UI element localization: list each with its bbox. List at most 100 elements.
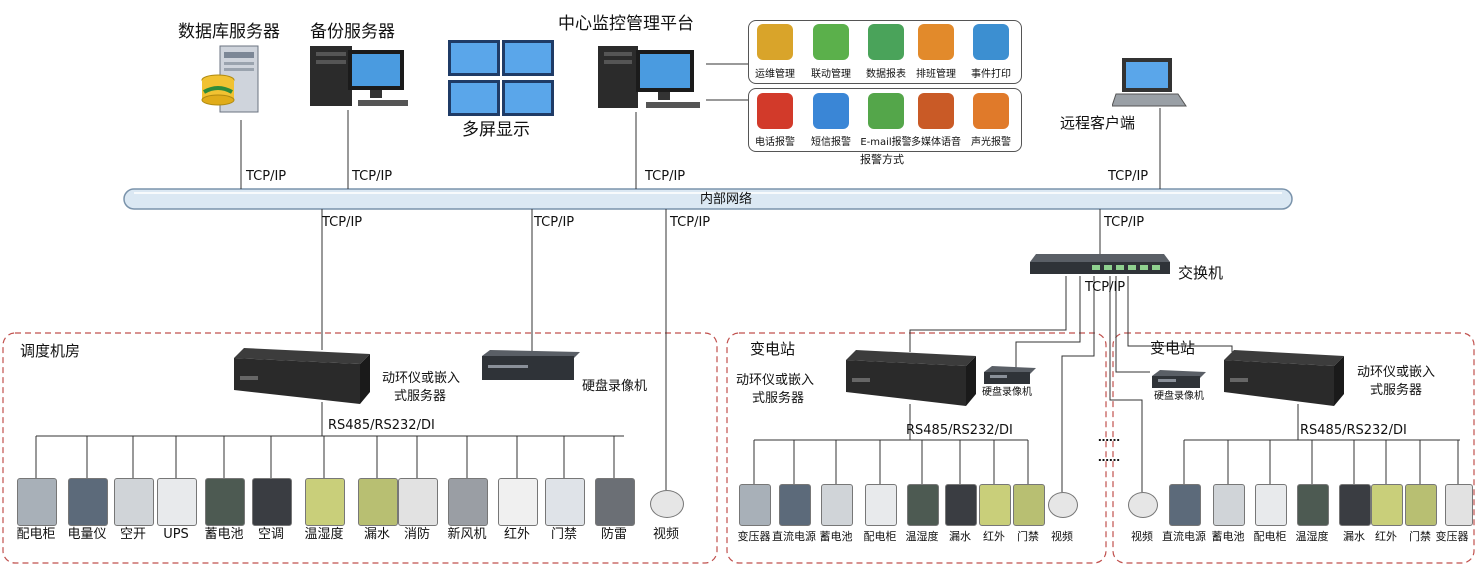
sub2-device-label-7: 门禁 xyxy=(1409,530,1431,543)
tcpip-label-dispatch: TCP/IP xyxy=(322,215,363,230)
network-switch-icon xyxy=(1030,254,1170,274)
multiscreen-icon xyxy=(448,40,554,116)
network-label: 内部网络 xyxy=(700,192,753,207)
sub1-video-label: 视频 xyxy=(1051,530,1073,543)
dispatch-video-label: 视频 xyxy=(652,527,680,542)
database-server-label: 数据库服务器 xyxy=(178,22,280,42)
alarm-label-3: 多媒体语音 xyxy=(911,137,961,148)
sub1-device-icon-4 xyxy=(907,484,939,526)
dispatch-device-label-12: 防雷 xyxy=(600,527,628,542)
ellipsis-bottom: …… xyxy=(1098,451,1120,464)
sub2-device-icon-3 xyxy=(1255,484,1287,526)
tcpip-label-video: TCP/IP xyxy=(670,215,711,230)
sub2-device-icon-4 xyxy=(1297,484,1329,526)
tcpip-label-switch-down: TCP/IP xyxy=(1085,280,1126,295)
sub2-device-label-8: 变压器 xyxy=(1435,530,1469,543)
sub2-dvr-label: 硬盘录像机 xyxy=(1154,391,1204,402)
sub2-device-icon-8 xyxy=(1445,484,1473,526)
link-switch-sub2-dvr xyxy=(1115,276,1150,373)
dispatch-device-icon-11 xyxy=(545,478,585,526)
sms-icon xyxy=(813,93,849,129)
sub2-video-label: 视频 xyxy=(1131,530,1153,543)
email-icon xyxy=(868,93,904,129)
alarm-label-4: 声光报警 xyxy=(971,137,1011,148)
wrench-icon xyxy=(757,24,793,60)
dispatch-device-label-3: UPS xyxy=(163,527,189,542)
dispatch-device-icon-0 xyxy=(17,478,57,526)
folder-icon xyxy=(813,24,849,60)
speaker-icon xyxy=(918,93,954,129)
sub2-device-label-2: 蓄电池 xyxy=(1211,530,1245,543)
dispatch-server-label-1: 动环仪或嵌入 xyxy=(382,371,461,386)
sub1-device-label-1: 直流电源 xyxy=(772,530,816,543)
center-platform-icon xyxy=(598,46,700,108)
sub2-device-label-4: 温湿度 xyxy=(1295,530,1329,543)
sub1-device-icon-7 xyxy=(1013,484,1045,526)
sub2-device-icon-7 xyxy=(1405,484,1437,526)
zone-box-substation-1 xyxy=(726,332,1107,564)
dispatch-device-label-11: 门禁 xyxy=(550,527,578,542)
tcpip-label-center: TCP/IP xyxy=(645,169,686,184)
tcpip-label-database: TCP/IP xyxy=(246,169,287,184)
dispatch-device-icon-9 xyxy=(448,478,488,526)
dispatch-device-icon-5 xyxy=(252,478,292,526)
link-switch-sub1-dvr xyxy=(1015,276,1081,368)
dispatch-device-icon-6 xyxy=(305,478,345,526)
dispatch-server-rack-icon xyxy=(234,348,370,404)
database-server-icon xyxy=(201,45,259,113)
spreadsheet-icon xyxy=(868,24,904,60)
dispatch-device-icon-4 xyxy=(205,478,245,526)
sub1-device-icon-6 xyxy=(979,484,1011,526)
dispatch-device-icon-2 xyxy=(114,478,154,526)
sub1-device-icon-3 xyxy=(865,484,897,526)
people-icon xyxy=(918,24,954,60)
sub1-dvr-label: 硬盘录像机 xyxy=(982,387,1032,398)
alarm-label-1: 短信报警 xyxy=(811,137,851,148)
link-switch-sub2-video xyxy=(1109,276,1143,492)
sub2-server-label-2: 式服务器 xyxy=(1370,383,1423,398)
dispatch-device-icon-3 xyxy=(157,478,197,526)
sub1-device-icon-2 xyxy=(821,484,853,526)
multiscreen-label: 多屏显示 xyxy=(462,120,530,140)
link-switch-sub2-server xyxy=(1127,276,1233,352)
dispatch-device-icon-7 xyxy=(358,478,398,526)
sub2-device-label-6: 红外 xyxy=(1375,530,1397,543)
alarm-label-2: E-mail报警 xyxy=(860,137,912,148)
tcpip-label-switch: TCP/IP xyxy=(1104,215,1145,230)
dispatch-device-label-2: 空开 xyxy=(119,527,147,542)
dispatch-device-icon-12 xyxy=(595,478,635,526)
tool-label-0: 运维管理 xyxy=(755,69,795,80)
laptop-icon xyxy=(1112,58,1187,107)
bus-label-sub1: RS485/RS232/DI xyxy=(906,423,1013,438)
dispatch-device-icon-1 xyxy=(68,478,108,526)
sub1-dvr-icon xyxy=(984,366,1036,384)
ellipsis-top: …… xyxy=(1098,431,1120,444)
backup-server-label: 备份服务器 xyxy=(310,22,395,42)
link-switch-sub1-video xyxy=(1061,276,1095,492)
sub2-device-icon-1 xyxy=(1169,484,1201,526)
sub1-server-label-1: 动环仪或嵌入 xyxy=(736,373,815,388)
sub1-device-label-7: 门禁 xyxy=(1017,530,1039,543)
dispatch-device-label-6: 温湿度 xyxy=(304,527,344,542)
dispatch-device-label-10: 红外 xyxy=(503,527,531,542)
tool-label-1: 联动管理 xyxy=(811,69,851,80)
printer-icon xyxy=(973,24,1009,60)
sub2-device-label-3: 配电柜 xyxy=(1253,530,1287,543)
dispatch-device-icon-8 xyxy=(398,478,438,526)
sub1-device-label-0: 变压器 xyxy=(737,530,771,543)
tcpip-label-remote: TCP/IP xyxy=(1108,169,1149,184)
dispatch-device-label-4: 蓄电池 xyxy=(204,527,244,542)
alarm-caption: 报警方式 xyxy=(860,153,904,166)
dispatch-device-label-8: 消防 xyxy=(403,527,431,542)
dispatch-server-label-2: 式服务器 xyxy=(394,389,447,404)
sub1-device-icon-0 xyxy=(739,484,771,526)
dispatch-device-label-1: 电量仪 xyxy=(67,527,107,542)
sub2-device-label-5: 漏水 xyxy=(1343,530,1365,543)
bus-label-dispatch: RS485/RS232/DI xyxy=(328,418,435,433)
sub1-device-icon-5 xyxy=(945,484,977,526)
sub2-device-label-1: 直流电源 xyxy=(1162,530,1206,543)
sub2-server-label-1: 动环仪或嵌入 xyxy=(1357,365,1436,380)
sub1-server-rack-icon xyxy=(846,350,976,406)
